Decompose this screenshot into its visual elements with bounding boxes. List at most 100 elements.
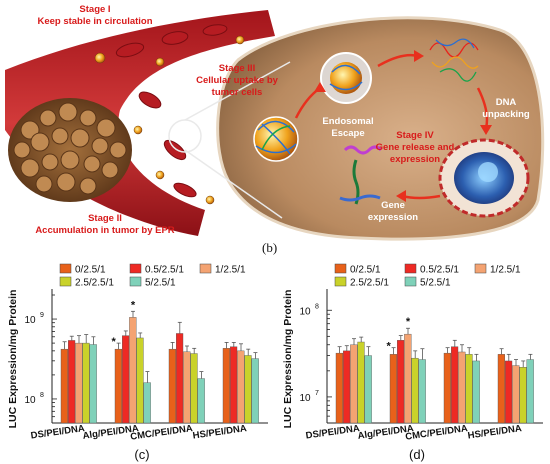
x-category-label: HS/PEI/DNA (192, 423, 248, 441)
gene-line1: Gene (381, 200, 405, 211)
stage3-line2: tumor cells (212, 87, 263, 98)
bar (357, 341, 365, 424)
bar (183, 351, 191, 424)
bar (450, 346, 459, 424)
legend-swatch (474, 263, 487, 274)
bar (82, 342, 90, 424)
expressed-protein (339, 145, 383, 205)
bar (89, 344, 97, 424)
bar (364, 355, 372, 424)
bar (526, 359, 534, 424)
bar (335, 352, 344, 424)
legend-swatch (404, 276, 417, 287)
bar-chart-d: 0/2.5/1 0.5/2.5/1 1/2.5/1 2.5/2.5/1 5/2.5/1 1… (282, 263, 543, 462)
bar (404, 333, 412, 424)
endosomal-line1: Endosomal (322, 116, 373, 127)
y-axis-label: LUC Expression/mg Protein (282, 290, 294, 429)
bar (396, 340, 405, 424)
bar (418, 359, 426, 424)
legend-label: 0.5/2.5/1 (420, 265, 459, 276)
legend-label: 1/2.5/1 (215, 265, 246, 276)
bar (237, 350, 245, 424)
legend-label: 5/2.5/1 (420, 278, 451, 289)
y-axis-label: LUC Expression/mg Protein (7, 290, 19, 429)
x-category-label: CMC/PEI/DNA (405, 423, 469, 443)
panel-label-b: (b) (262, 240, 278, 255)
tumor-tissue (8, 98, 132, 202)
bar (389, 354, 398, 424)
bar (519, 367, 527, 424)
bar (114, 348, 123, 424)
panel-label: (d) (409, 447, 425, 462)
legend-swatch (199, 263, 212, 274)
stage4-title: Stage IV (396, 130, 434, 141)
stage1-text: Keep stable in circulation (37, 16, 152, 27)
bar (229, 346, 238, 424)
bar (168, 348, 177, 424)
zoom-circle (168, 119, 202, 153)
significance-mark: * (386, 341, 391, 353)
stage2-text: Accumulation in tumor by EPR (35, 225, 174, 236)
zoom-callout (184, 61, 291, 219)
significance-mark: * (131, 299, 136, 311)
legend-swatch (129, 263, 142, 274)
panel-label: (c) (134, 447, 149, 462)
bar (458, 351, 466, 424)
red-blood-cells (115, 24, 228, 198)
bar (350, 344, 358, 424)
gene-line2: expression (368, 212, 418, 223)
bar (497, 354, 506, 424)
bar (465, 354, 473, 424)
gene-delivery-scheme: Stage I Keep stable in circulation Stage… (5, 4, 545, 241)
legend-label: 0/2.5/1 (350, 265, 381, 276)
bar (190, 353, 198, 424)
legend-label: 1/2.5/1 (490, 265, 521, 276)
arrow-heads (314, 50, 492, 202)
bar (251, 358, 259, 424)
legend-label: 0.5/2.5/1 (145, 265, 184, 276)
y-tick-exponent: 8 (315, 303, 319, 310)
bar (60, 348, 69, 424)
endosomal-line2: Escape (331, 128, 364, 139)
y-tick-exponent: 9 (40, 312, 44, 319)
bar (175, 333, 184, 424)
legend-swatch (59, 263, 72, 274)
stage1-title: Stage I (79, 4, 110, 15)
nanoparticle-outside (253, 116, 299, 162)
bar (143, 382, 151, 424)
legend-swatch (334, 263, 347, 274)
bar (443, 352, 452, 424)
bar (136, 337, 144, 424)
nucleus (438, 138, 530, 218)
stage2-title: Stage II (88, 213, 122, 224)
endosome (320, 52, 372, 104)
x-category-label: DS/PEI/DNA (30, 423, 86, 441)
bar (411, 357, 419, 424)
y-tick-label: 10 (299, 306, 311, 317)
legend-swatch (59, 276, 72, 287)
stage4-line2: expression (390, 154, 440, 165)
y-tick-exponent: 7 (315, 390, 319, 397)
x-category-label: DS/PEI/DNA (305, 423, 361, 441)
bar (67, 340, 76, 424)
legend-label: 2.5/2.5/1 (75, 278, 114, 289)
significance-mark: * (111, 336, 116, 348)
legend-label: 2.5/2.5/1 (350, 278, 389, 289)
x-category-label: CMC/PEI/DNA (130, 423, 194, 443)
dna-unpacking (429, 38, 479, 82)
dna-line1: DNA (496, 97, 517, 108)
legend-swatch (404, 263, 417, 274)
bar (129, 317, 137, 424)
significance-mark: * (406, 316, 411, 328)
bar (222, 348, 231, 424)
bar (504, 360, 513, 424)
bar (244, 355, 252, 424)
dna-line2: unpacking (482, 109, 530, 120)
y-tick-label: 10 (299, 393, 311, 404)
bar (75, 342, 83, 424)
legend-label: 0/2.5/1 (75, 265, 106, 276)
bar (121, 335, 130, 424)
x-category-label: HS/PEI/DNA (467, 423, 523, 441)
bar (342, 350, 351, 424)
